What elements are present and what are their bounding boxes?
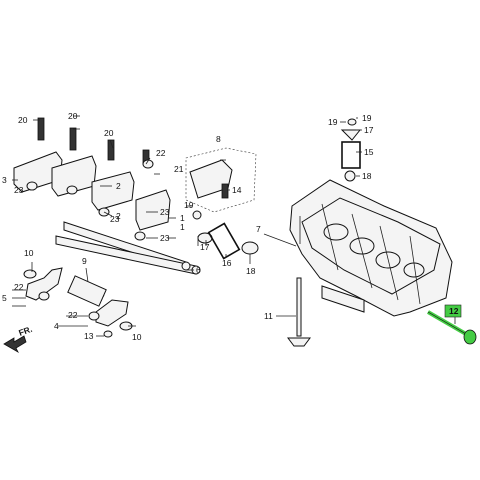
- callout-10b: 10: [132, 332, 142, 342]
- leader-lines: [12, 115, 456, 337]
- callout-20a: 20: [18, 115, 28, 125]
- callout-18a: 18: [246, 266, 256, 276]
- cylinder-head: [289, 179, 453, 317]
- callout-23a: 23: [14, 185, 24, 195]
- callout-1a: 1: [180, 213, 185, 223]
- callout-21: 21: [174, 164, 184, 174]
- callout-22b: 22: [14, 282, 24, 292]
- callout-20c: 20: [104, 128, 114, 138]
- callout-2a: 2: [116, 181, 121, 191]
- callout-8: 8: [216, 134, 221, 144]
- callout-3: 3: [2, 175, 7, 185]
- valve-springs-center: [192, 210, 259, 260]
- callout-12: 12: [449, 306, 459, 316]
- callout-7: 7: [256, 224, 261, 234]
- rocker-arm-assembly-left: [13, 117, 171, 241]
- callout-18b: 18: [362, 171, 372, 181]
- callout-23b: 23: [160, 207, 170, 217]
- callout-15: 15: [364, 147, 374, 157]
- callout-9: 9: [82, 256, 87, 266]
- callout-20b: 20: [68, 111, 78, 121]
- valve-11: [287, 277, 311, 347]
- rocker-shafts: [55, 221, 201, 275]
- callout-19b: 19: [328, 117, 338, 127]
- callout-11: 11: [264, 311, 273, 321]
- valve-spring-stack-right: [340, 118, 362, 182]
- rocker-bracket: [185, 147, 257, 213]
- callout-13: 13: [84, 331, 94, 341]
- rocker-arm-lower: [23, 267, 133, 338]
- callout-19c: 19: [362, 113, 372, 123]
- callout-1b: 1: [180, 222, 185, 232]
- callout-10a: 10: [24, 248, 34, 258]
- front-direction-arrow: [3, 335, 27, 354]
- callout-16: 16: [222, 258, 232, 268]
- callout-23d: 23: [110, 214, 120, 224]
- callout-4: 4: [54, 321, 59, 331]
- callout-2b: 2: [116, 211, 121, 221]
- callout-22c: 22: [68, 310, 78, 320]
- callout-labels: 20 20 20 3 23 2 2 23 22 21 19 1 1 23 23 …: [2, 111, 462, 342]
- callout-6: 6: [196, 265, 201, 275]
- callout-17b: 17: [364, 125, 374, 135]
- callout-23c: 23: [160, 233, 170, 243]
- callout-12-highlight-box: [444, 304, 462, 318]
- callout-19a: 19: [184, 200, 194, 210]
- front-direction-label: FR.: [17, 324, 33, 338]
- callout-5: 5: [2, 293, 7, 303]
- callout-22a: 22: [156, 148, 166, 158]
- callout-14: 14: [232, 185, 242, 195]
- callout-17a: 17: [200, 242, 210, 252]
- valve-12-highlighted: [426, 310, 477, 345]
